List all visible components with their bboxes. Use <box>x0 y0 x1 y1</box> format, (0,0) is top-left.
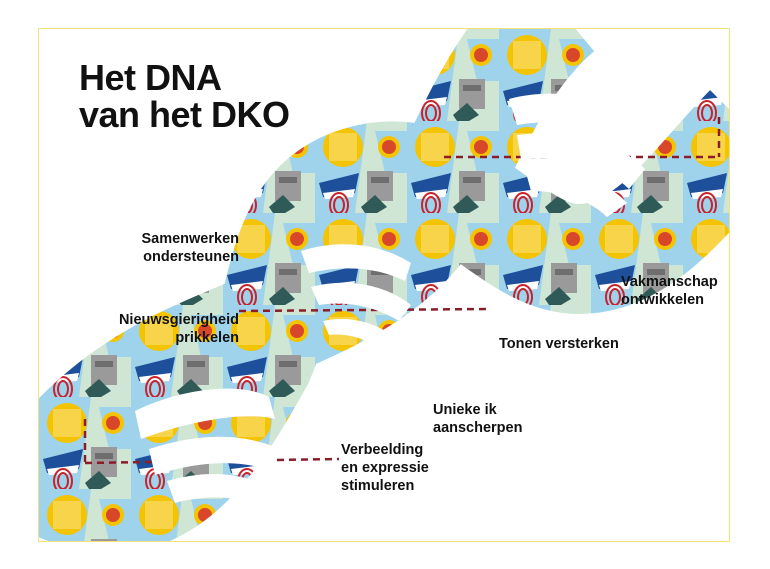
title-line-2: van het DKO <box>79 94 290 135</box>
label-unieke: Unieke ik aanscherpen <box>433 402 523 436</box>
label-tonen: Tonen versterken <box>499 336 619 352</box>
helix-gaps <box>135 93 659 507</box>
label-vakmanschap: Vakmanschap ontwikkelen <box>621 274 718 308</box>
label-nieuwsgierigheid: Nieuwsgierigheid prikkelen <box>118 312 239 346</box>
diagram-frame: Het DNA van het DKO Samenwerken onderste… <box>38 28 730 542</box>
page-title: Het DNA van het DKO <box>79 59 290 133</box>
label-verbeelding: Verbeelding en expressie stimuleren <box>341 442 429 494</box>
title-line-1: Het DNA <box>79 57 222 98</box>
dna-helix-illustration <box>39 29 729 541</box>
label-samenwerken: Samenwerken ondersteunen <box>141 231 239 265</box>
